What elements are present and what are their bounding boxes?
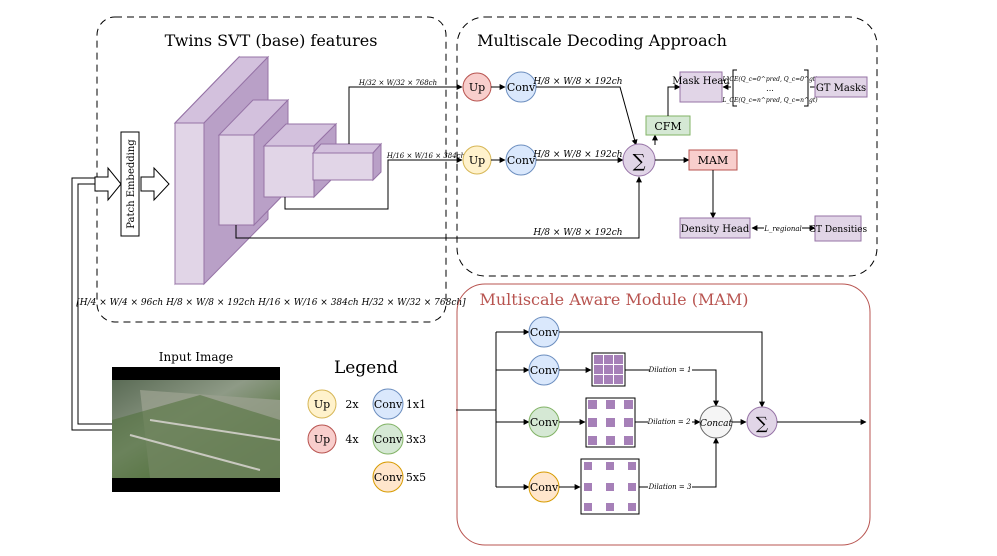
- out-dim-bottom: H/8 × W/8 × 192ch: [532, 228, 622, 238]
- patch-embedding-label: Patch Embedding: [126, 139, 137, 229]
- feat-32-label: H/32 × W/32 × 768ch: [358, 79, 437, 87]
- density-head-box: [679, 217, 751, 239]
- legend-item-conv-3x3: Conv 3x3: [372, 423, 426, 455]
- legend-conv-1x1-desc: 1x1: [406, 398, 426, 411]
- dilation-2-grid: [585, 397, 636, 448]
- dilation-3-grid: [580, 458, 640, 515]
- decoder-panel: Multiscale Decoding Approach Up Up Conv …: [456, 16, 878, 277]
- dilation-3-label: Dilation = 3: [648, 483, 692, 491]
- legend-up-2x-desc: 2x: [345, 398, 359, 411]
- dilation-1-label: Dilation = 1: [648, 366, 692, 374]
- gt-densities-box: [814, 215, 862, 242]
- up-4x-label: Up: [469, 81, 485, 94]
- mam-conv-1x1-label: Conv: [530, 364, 559, 377]
- mam-panel-title: Multiscale Aware Module (MAM): [479, 290, 748, 309]
- legend-conv-1x1-shape: Conv: [374, 398, 403, 411]
- decoder-panel-title: Multiscale Decoding Approach: [477, 31, 727, 50]
- legend-up-2x-shape: Up: [314, 398, 330, 411]
- conv-top-label: Conv: [507, 81, 536, 94]
- mam-panel-border: [456, 283, 871, 546]
- legend-item-conv-5x5: Conv 5x5: [372, 461, 426, 493]
- up-2x-label: Up: [469, 154, 485, 167]
- dilation-2-label: Dilation = 2: [647, 418, 691, 426]
- legend-title: Legend: [334, 358, 398, 378]
- legend-up-4x-desc: 4x: [345, 433, 359, 446]
- mam-box-label: MAM: [698, 154, 728, 167]
- cfm-label: CFM: [654, 120, 681, 133]
- input-image-label: Input Image: [159, 350, 234, 364]
- mask-head-label-text: Mask Head: [672, 76, 730, 87]
- ce-loss-bottom: L_CE(Q_c=n^pred, Q_c=n^gt): [721, 97, 818, 104]
- mam-panel: Multiscale Aware Module (MAM) Conv Conv …: [456, 283, 871, 546]
- out-dim-top: H/8 × W/8 × 192ch: [532, 77, 622, 87]
- density-head-label: Density Head: [681, 224, 750, 235]
- legend-conv-3x3-shape: Conv: [374, 433, 403, 446]
- feature-block-stage4: [311, 142, 383, 182]
- ce-loss-dots: ...: [766, 84, 774, 93]
- patch-input-arrow: [94, 166, 122, 202]
- scales-caption: [H/4 × W/4 × 96ch H/8 × W/8 × 192ch H/16…: [76, 298, 466, 308]
- encoder-connections: [235, 84, 642, 239]
- twins-svt-panel: Twins SVT (base) features Patch Embeddin…: [76, 16, 466, 323]
- regional-loss: L_regional: [763, 225, 802, 233]
- dilation-1-grid: [591, 352, 626, 387]
- conv-mid-label: Conv: [507, 154, 536, 167]
- gt-masks-box: [814, 76, 868, 98]
- twins-panel-border: [96, 16, 447, 323]
- legend-item-up-4x: Up 4x: [307, 424, 359, 454]
- input-image-group: Input Image: [71, 177, 281, 492]
- patch-output-arrow: [140, 166, 170, 202]
- mam-conv-1x1-skip-label: Conv: [530, 326, 559, 339]
- legend-conv-3x3-desc: 3x3: [406, 433, 426, 446]
- ce-loss-top: L_CE(Q_c=0^pred, Q_c=0^gt): [721, 76, 818, 83]
- mam-conv-5x5-label: Conv: [530, 481, 559, 494]
- legend: Legend Up 2x Up 4x Conv 1x1 Conv 3x3 Con…: [307, 358, 426, 493]
- out-dim-mid: H/8 × W/8 × 192ch: [532, 150, 622, 160]
- mam-conv-3x3-label: Conv: [530, 416, 559, 429]
- legend-up-4x-shape: Up: [314, 433, 330, 446]
- gt-densities-label: GT Densities: [809, 225, 868, 235]
- twins-panel-title: Twins SVT (base) features: [165, 31, 378, 50]
- feat-16-label: H/16 × W/16 × 384ch: [386, 152, 465, 160]
- sum-symbol: ∑: [633, 151, 646, 172]
- decoder-panel-border: [456, 16, 878, 277]
- legend-item-up-2x: Up 2x: [307, 389, 359, 419]
- legend-item-conv-1x1: Conv 1x1: [372, 388, 426, 420]
- mam-sum-symbol: ∑: [756, 414, 768, 434]
- mask-head-label: Mask Head: [672, 76, 730, 87]
- concat-label: Concat: [700, 419, 733, 429]
- gt-masks-label: GT Masks: [816, 83, 866, 94]
- legend-conv-5x5-shape: Conv: [374, 471, 403, 484]
- mask-head-box: [679, 71, 723, 103]
- legend-conv-5x5-desc: 5x5: [406, 471, 426, 484]
